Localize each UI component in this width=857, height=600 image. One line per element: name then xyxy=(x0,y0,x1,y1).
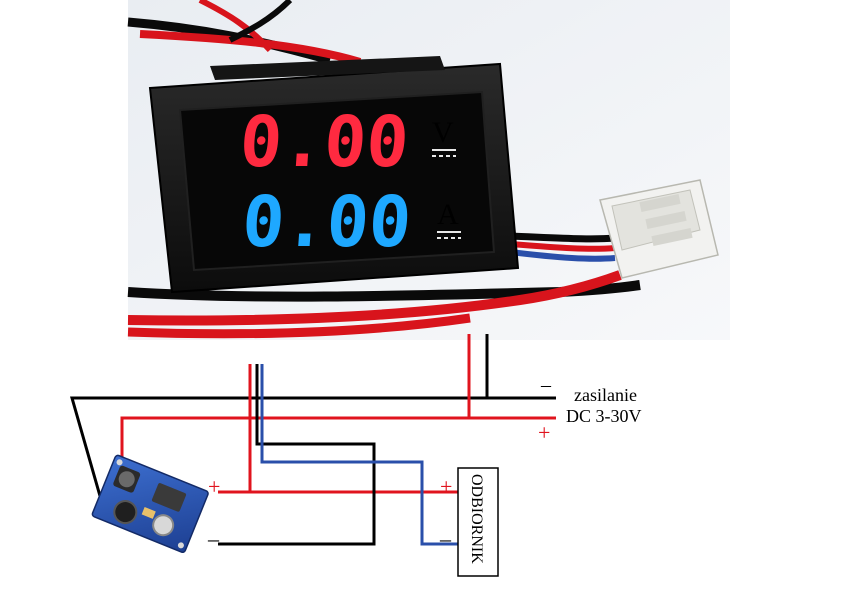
supply-plus-sign: + xyxy=(538,420,550,445)
load-plus-sign: + xyxy=(440,474,452,499)
supply-label-line2: DC 3-30V xyxy=(566,406,642,426)
meter-photo: 0.00 V 0.00 A xyxy=(127,0,730,340)
current-reading: 0.00 xyxy=(240,181,414,263)
connector-plug xyxy=(599,179,719,279)
voltage-unit: V xyxy=(432,116,454,149)
supply-label-line1: zasilanie xyxy=(574,385,637,405)
supply-minus-sign: – xyxy=(540,374,552,396)
converter-minus-sign: – xyxy=(207,526,220,551)
converter-plus-sign: + xyxy=(208,474,220,499)
meter-voltage-wire xyxy=(248,364,458,494)
supply-minus-wire xyxy=(70,334,489,497)
buck-converter-module xyxy=(91,454,209,553)
voltage-reading: 0.00 xyxy=(237,101,411,183)
schematic xyxy=(70,334,556,546)
load-box: ODBIORNIK xyxy=(457,467,499,577)
load-minus-sign: – xyxy=(439,526,452,551)
meter-ground-wire xyxy=(218,364,376,546)
meter-current-wire xyxy=(260,364,458,546)
current-unit: A xyxy=(437,198,459,231)
voltmeter-ammeter-display: 0.00 V 0.00 A xyxy=(148,56,520,294)
load-label: ODBIORNIK xyxy=(468,474,485,564)
